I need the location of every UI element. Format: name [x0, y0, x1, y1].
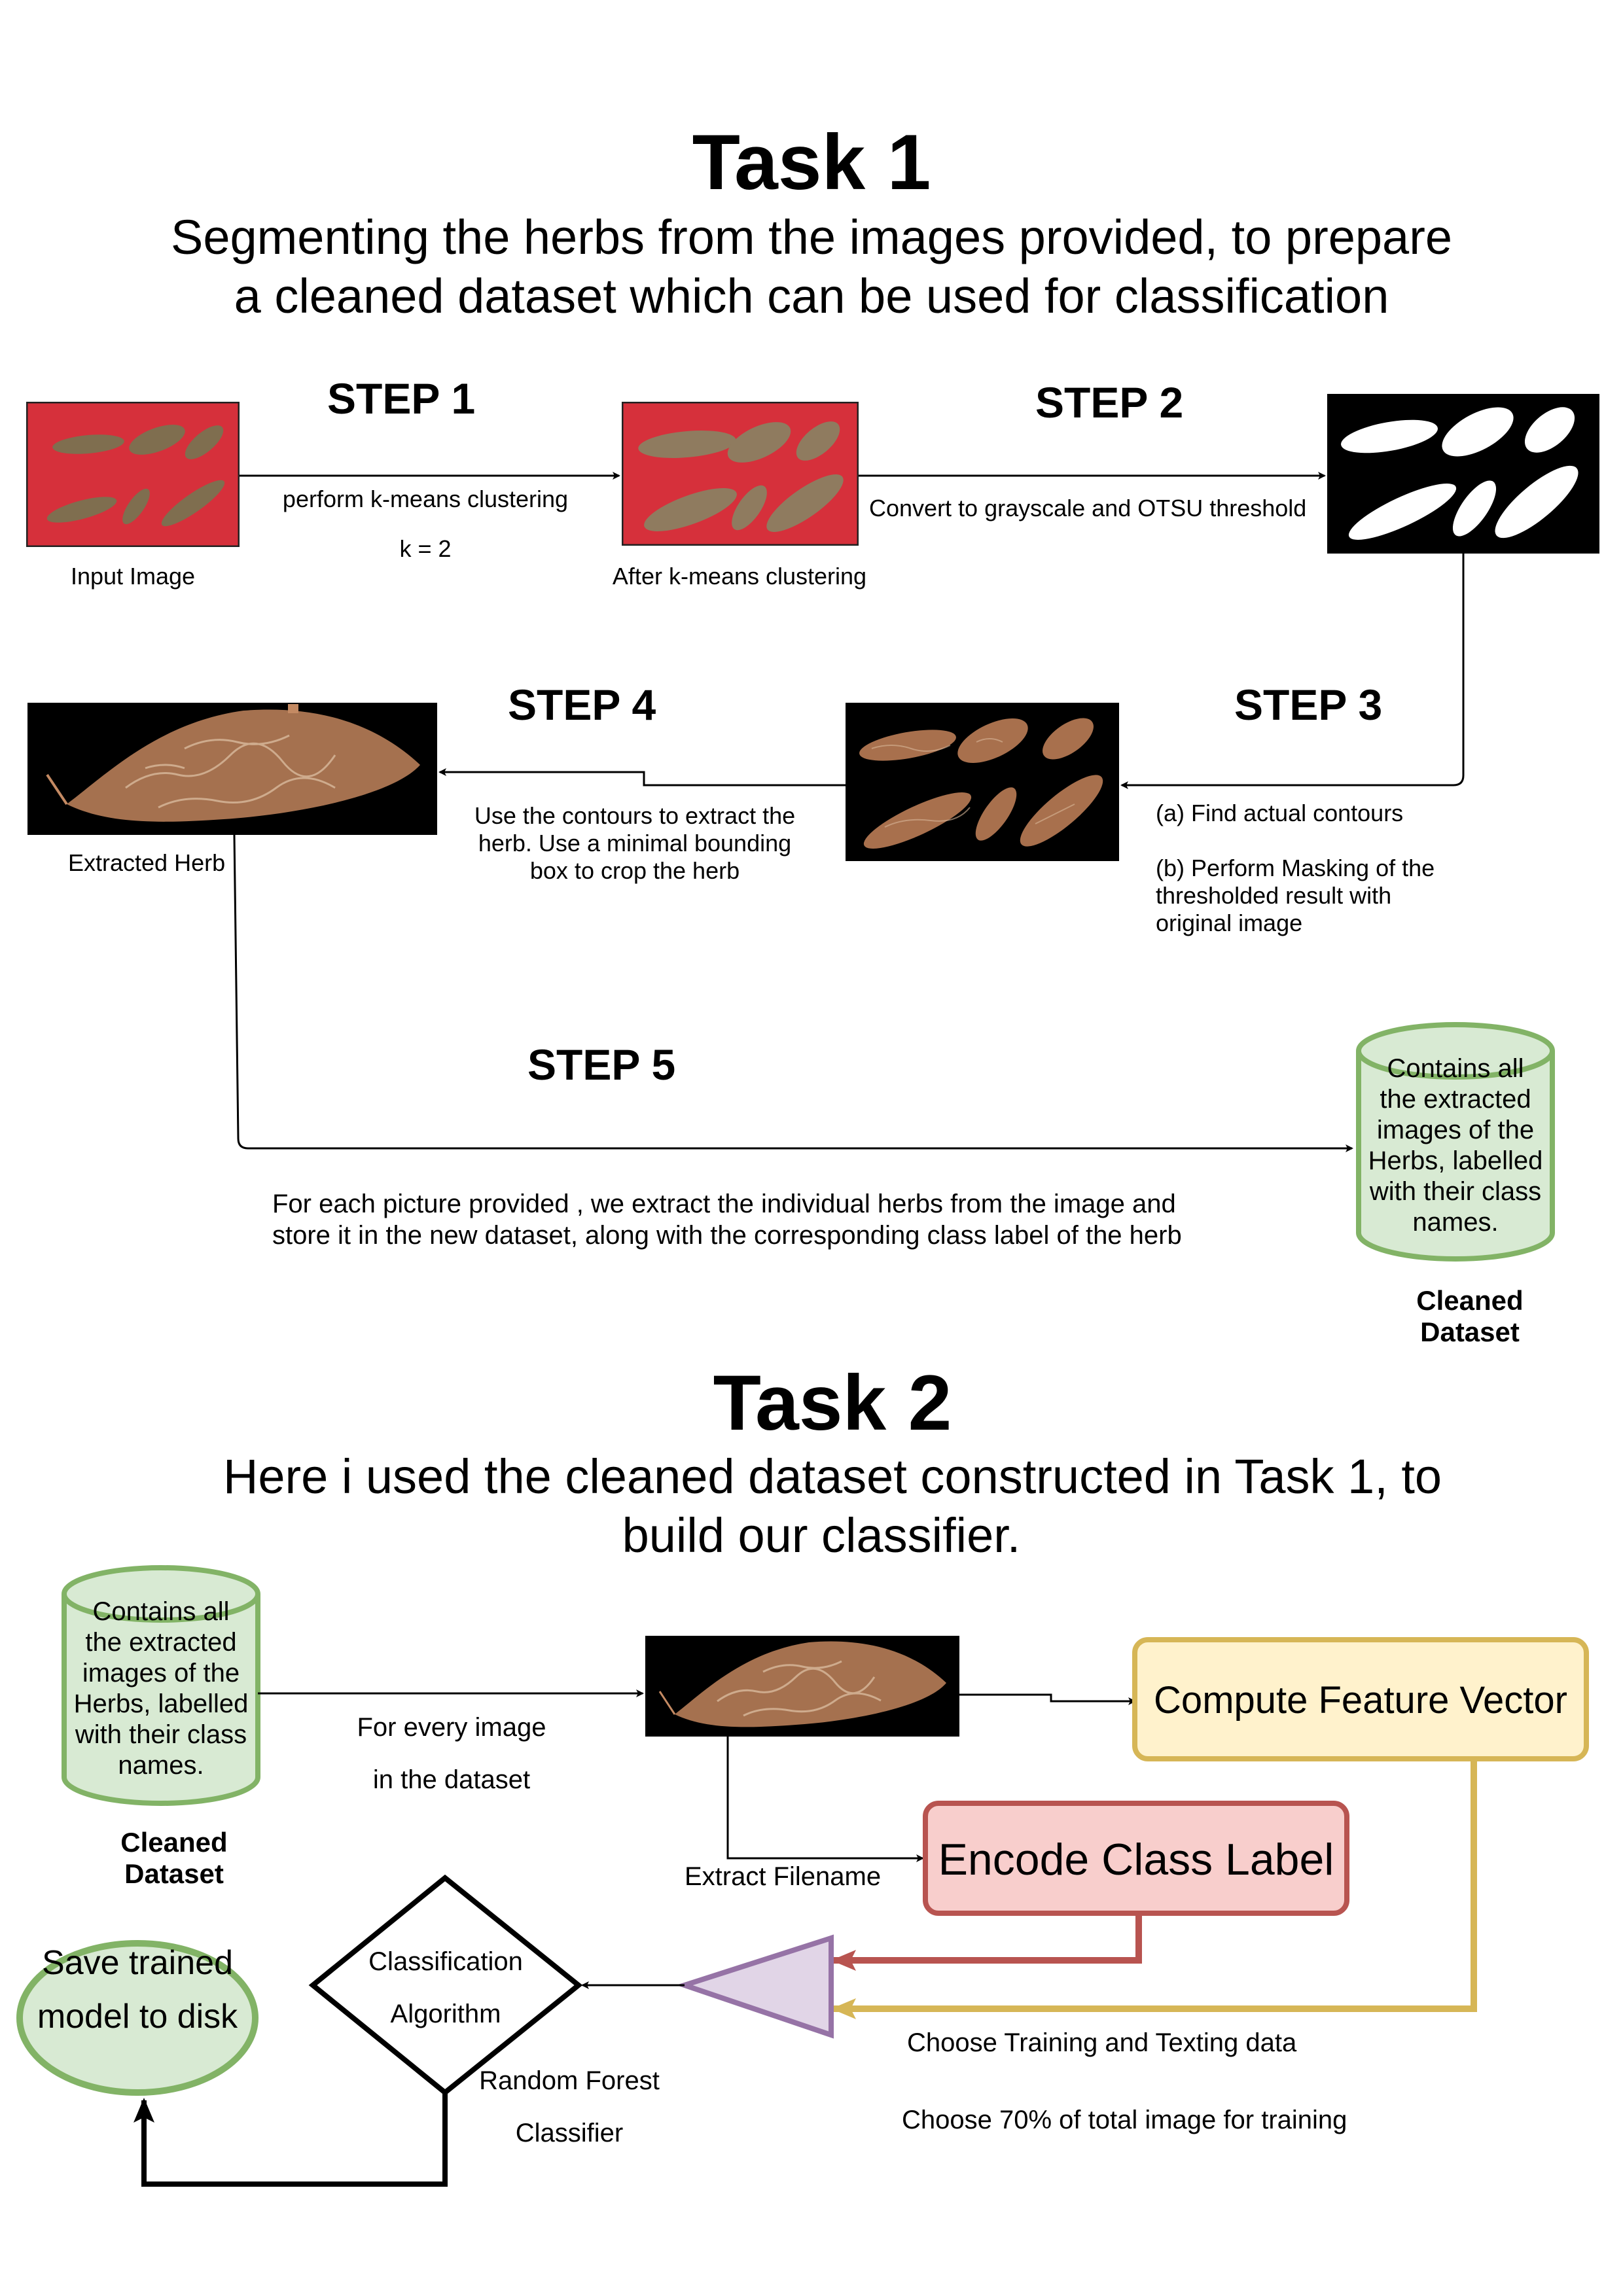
- step5-desc-line1: For each picture provided , we extract t…: [272, 1190, 1176, 1218]
- contours-b-line2: thresholded result with: [1156, 882, 1392, 909]
- dataset2-text: Contains all the extracted images of the…: [64, 1597, 258, 1781]
- random-forest-line2: Classifier: [515, 2119, 624, 2147]
- arrow-encode-to-merge: [831, 1913, 1142, 1971]
- task1-title: Task 1: [692, 118, 931, 206]
- contours-a-label: (a) Find actual contours: [1156, 800, 1404, 826]
- choose-pct-label: Choose 70% of total image for training: [902, 2106, 1347, 2134]
- arrow-step4: [438, 768, 846, 786]
- arrow-step5: [233, 834, 1353, 1152]
- task2-subtitle-line1: Here i used the cleaned dataset construc…: [223, 1449, 1442, 1504]
- arrow-step3: [1120, 554, 1465, 789]
- dataset-cylinder-2: [62, 1565, 260, 1806]
- dataset2-line3: images of the: [82, 1659, 240, 1687]
- merge-triangle: [676, 1934, 834, 2039]
- extract-line1: Use the contours to extract the: [474, 802, 796, 829]
- feature-vector-label: Compute Feature Vector: [1154, 1679, 1567, 1722]
- extracted-herb-caption: Extracted Herb: [68, 849, 226, 876]
- step4-label: STEP 4: [508, 680, 656, 729]
- contours-b-line1: (b) Perform Masking of the: [1156, 855, 1435, 881]
- extract-line3: box to crop the herb: [529, 857, 740, 884]
- contours-b-line3: original image: [1156, 910, 1303, 936]
- task2-title: Task 2: [713, 1359, 952, 1447]
- task2-subtitle-line2: build our classifier.: [622, 1508, 1021, 1563]
- algorithm-diamond: [308, 1874, 583, 2096]
- dataset2-line4: Herbs, labelled: [73, 1689, 249, 1718]
- extract-line2: herb. Use a minimal bounding: [478, 830, 792, 857]
- dataset2-line1: Contains all: [92, 1597, 230, 1626]
- algorithm-line2: Algorithm: [390, 2000, 501, 2028]
- every-image-line2: in the dataset: [372, 1765, 531, 1794]
- dataset2-line6: names.: [118, 1751, 204, 1780]
- masked-image: [846, 703, 1119, 861]
- dataset2-caption-line2: Dataset: [124, 1858, 224, 1889]
- kmeans-image: [622, 402, 859, 546]
- step1-label: STEP 1: [327, 374, 476, 423]
- algorithm-line1: Classification: [368, 1947, 523, 1976]
- save-model-line1: Save trained: [42, 1944, 233, 1982]
- feature-vector-box: [1132, 1637, 1589, 1761]
- threshold-image: [1327, 394, 1599, 554]
- dataset1-line5: with their class: [1369, 1177, 1542, 1206]
- choose-data-label: Choose Training and Texting data: [907, 2028, 1297, 2057]
- extracted-herb-image: [27, 703, 437, 835]
- step2-label: STEP 2: [1035, 378, 1184, 427]
- dataset1-line1: Contains all: [1387, 1054, 1524, 1083]
- dataset1-line4: Herbs, labelled: [1368, 1146, 1543, 1175]
- task2-herb-image: [645, 1636, 959, 1737]
- task1-subtitle-line2: a cleaned dataset which can be used for …: [234, 269, 1389, 323]
- dataset-cylinder-1: [1356, 1022, 1555, 1262]
- dataset1-caption-line1: Cleaned: [1416, 1285, 1524, 1316]
- input-image: [26, 402, 240, 547]
- k-value-label: k = 2: [399, 535, 452, 562]
- arrow-image-to-feature: [959, 1693, 1136, 1705]
- arrow-image-to-encode: [726, 1737, 924, 1862]
- step3-label: STEP 3: [1234, 680, 1383, 729]
- every-image-line1: For every image: [357, 1713, 546, 1742]
- dataset2-line2: the extracted: [85, 1628, 237, 1657]
- input-image-caption: Input Image: [70, 563, 196, 590]
- arrow-feature-to-merge: [831, 1759, 1477, 2019]
- random-forest-line1: Random Forest: [479, 2066, 660, 2095]
- dataset1-line2: the extracted: [1380, 1085, 1531, 1114]
- kmeans-action-label: perform k-means clustering: [282, 486, 569, 512]
- arrow-algorithm-to-save: [134, 2093, 448, 2187]
- dataset1-caption-line2: Dataset: [1420, 1316, 1520, 1347]
- extract-filename-label: Extract Filename: [685, 1862, 882, 1891]
- save-model-ellipse: [16, 1940, 259, 2096]
- dataset1-line3: images of the: [1376, 1116, 1535, 1144]
- otsu-action-label: Convert to grayscale and OTSU threshold: [869, 495, 1307, 521]
- encode-label-text: Encode Class Label: [938, 1835, 1334, 1884]
- save-model-line2: model to disk: [37, 1998, 238, 2036]
- dataset1-line6: names.: [1412, 1208, 1499, 1237]
- task1-subtitle-line1: Segmenting the herbs from the images pro…: [170, 210, 1452, 264]
- step5-label: STEP 5: [527, 1040, 676, 1089]
- dataset2-caption-line1: Cleaned: [120, 1827, 228, 1858]
- step5-desc-line2: store it in the new dataset, along with …: [272, 1221, 1182, 1250]
- kmeans-image-caption: After k-means clustering: [612, 563, 867, 590]
- dataset2-line5: with their class: [75, 1720, 247, 1749]
- dataset1-text: Contains all the extracted images of the…: [1359, 1053, 1552, 1238]
